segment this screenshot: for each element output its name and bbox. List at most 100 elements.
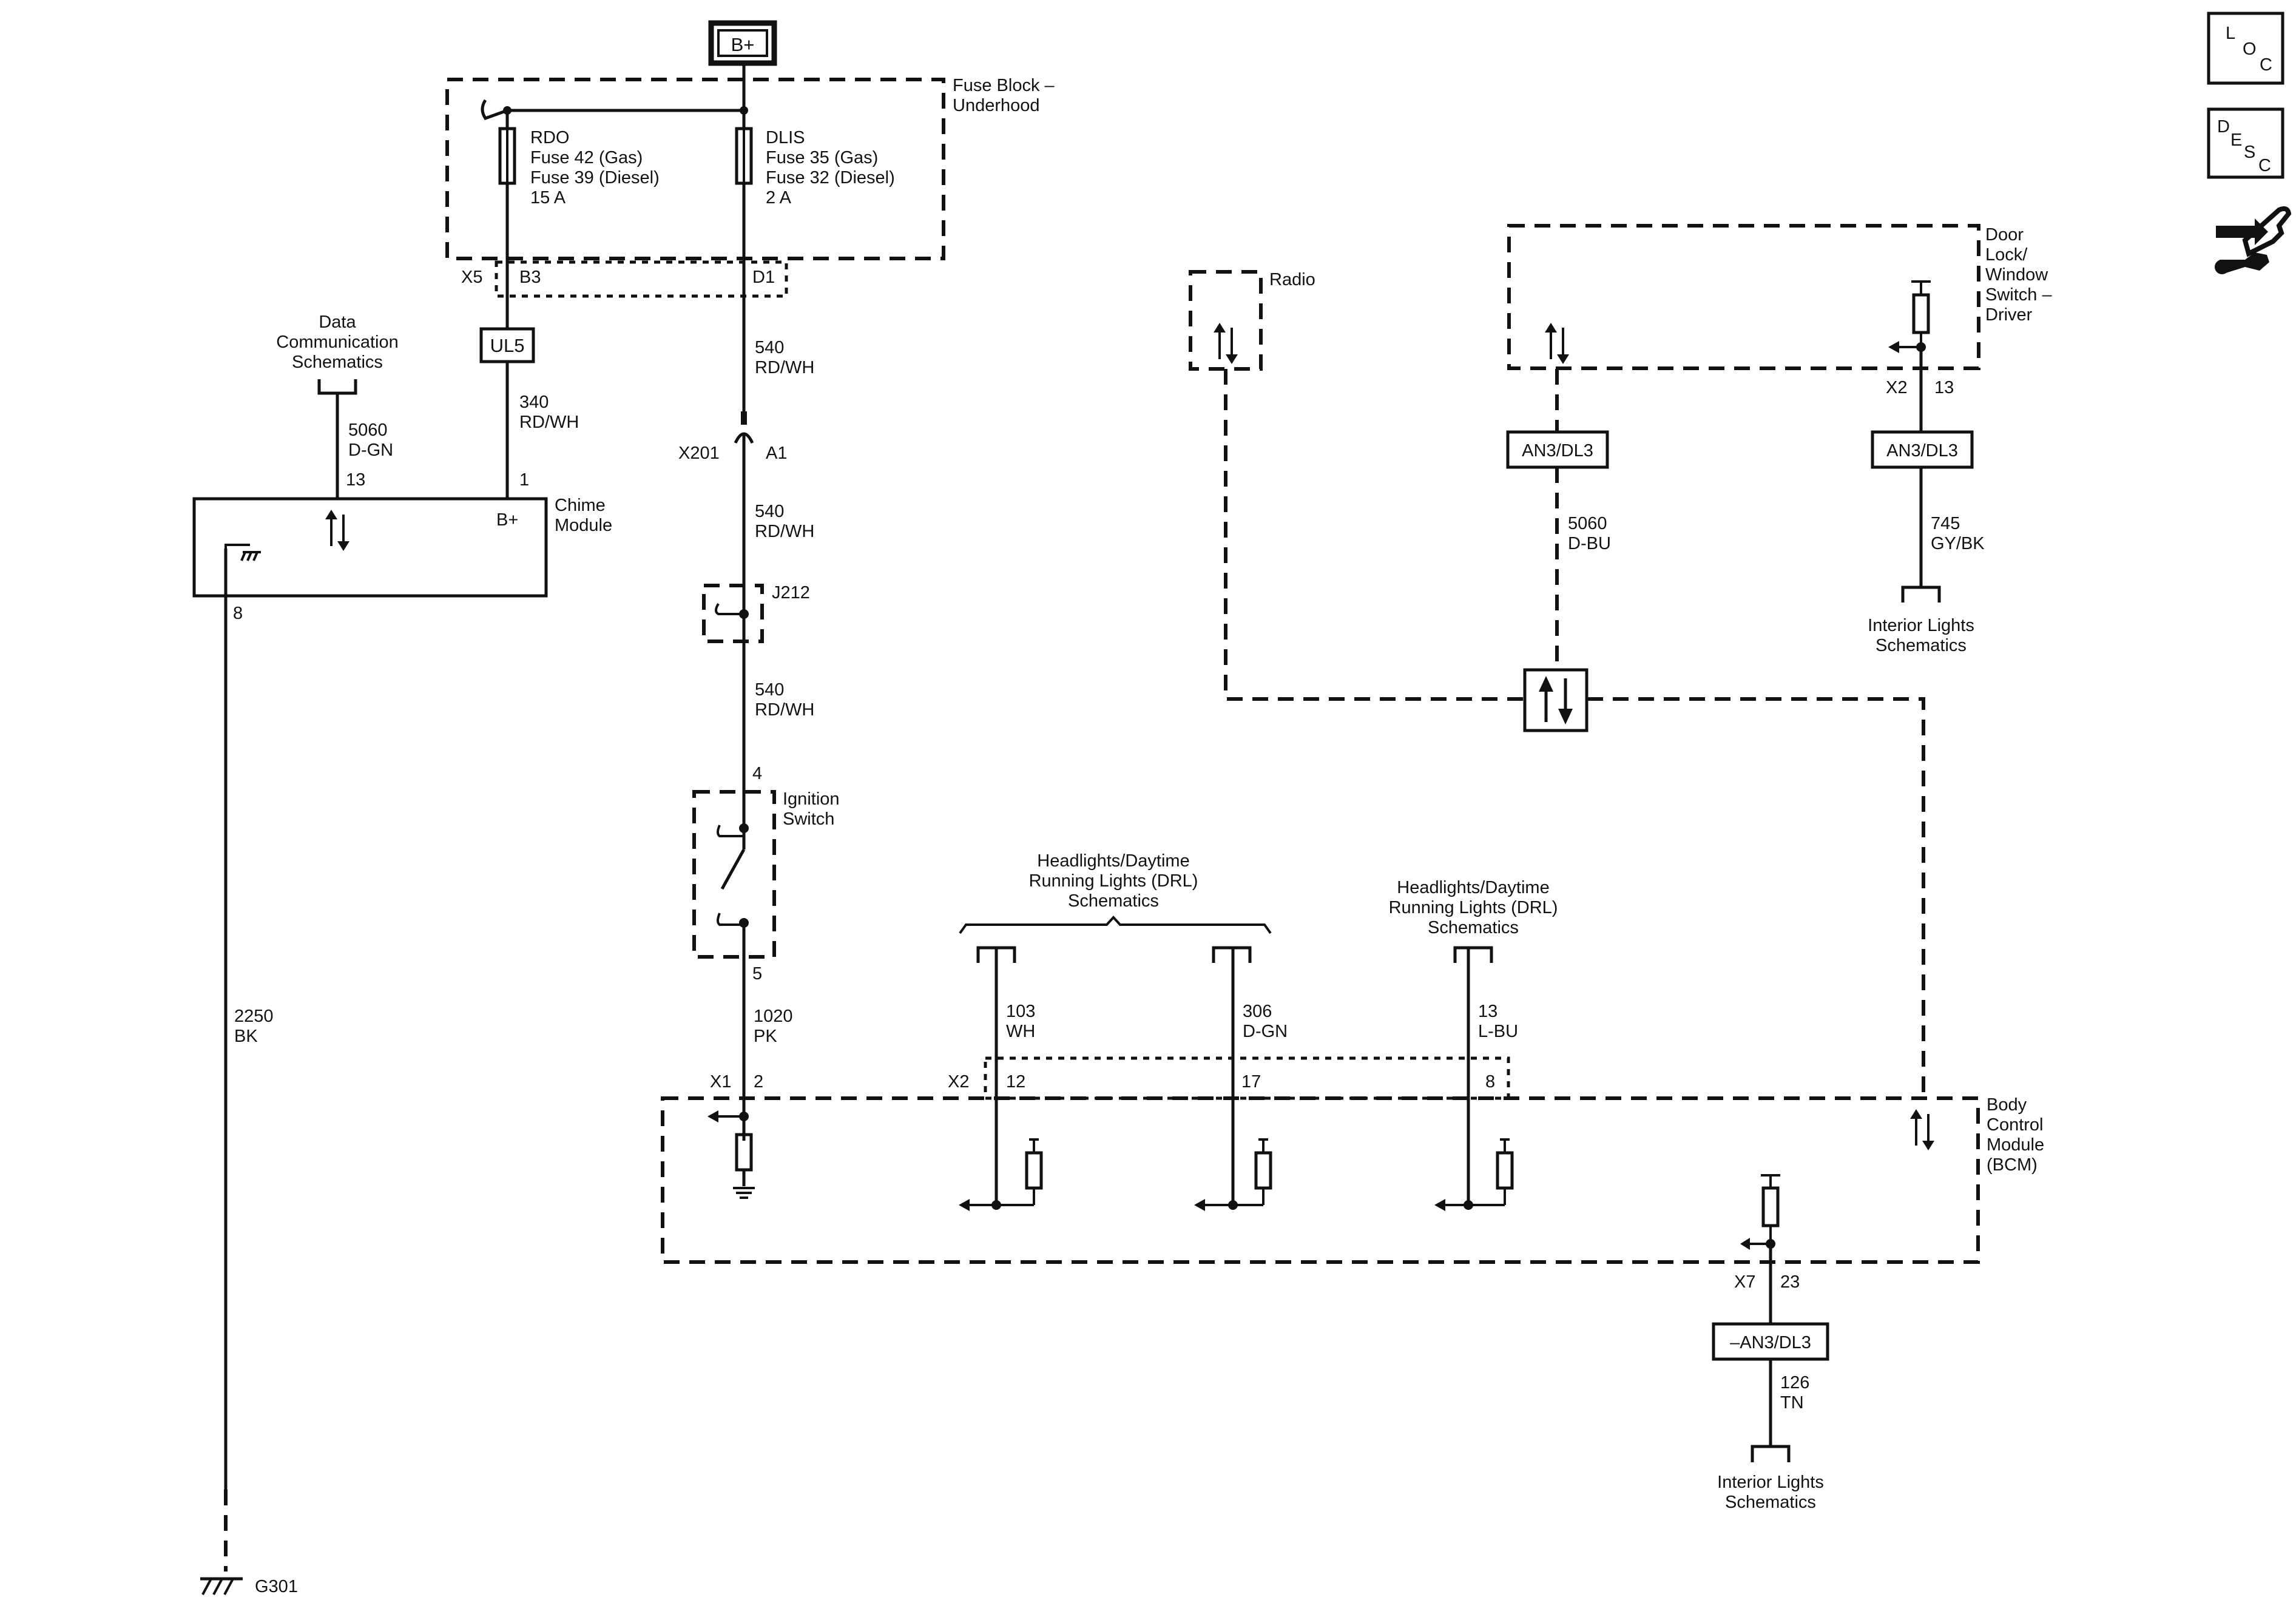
chassis-ground-icon — [225, 544, 261, 561]
x5-connector-label: X5 — [461, 268, 482, 287]
door-switch-label-3: Window — [1985, 265, 2048, 285]
bcm-label-2: Control — [1987, 1115, 2044, 1135]
wire-126-color: TN — [1780, 1393, 1804, 1413]
splice-j212: J212 — [702, 583, 810, 643]
option-code-left-label: AN3/DL3 — [1522, 441, 1593, 461]
bcm-label-1: Body — [1987, 1095, 2027, 1115]
bcm-data-icon — [1910, 1109, 1934, 1150]
fuse-block-underhood: Fuse Block – Underhood RDO Fuse 42 (Gas)… — [445, 63, 1055, 298]
bcm-x7-connector: X7 — [1734, 1272, 1755, 1292]
body-control-module: Body Control Module (BCM) X1 2 X2 12 17 … — [661, 1056, 2044, 1292]
data-comm-line1: Data — [319, 312, 356, 332]
drl-left-line2: Running Lights (DRL) — [1029, 871, 1198, 891]
door-switch-data-icon — [1545, 323, 1569, 364]
wire-540b-circuit: 540 — [755, 502, 784, 521]
x201-name: X201 — [678, 444, 720, 463]
door-switch-pin: 13 — [1934, 378, 1954, 397]
wire-103-color: WH — [1006, 1022, 1035, 1041]
connector-and-wrench-icon[interactable] — [2215, 206, 2292, 274]
radio: Radio — [1189, 270, 1315, 371]
data-comm-line3: Schematics — [292, 353, 383, 372]
drl-left-line3: Schematics — [1068, 891, 1159, 911]
wire-1020-color: PK — [754, 1027, 777, 1046]
ground-g301-label: G301 — [255, 1577, 298, 1596]
drl-right-line3: Schematics — [1428, 918, 1519, 937]
wire-540c-circuit: 540 — [755, 680, 784, 700]
chime-module: Chime Module B+ 8 — [192, 496, 612, 623]
door-switch-connector: X2 — [1886, 378, 1907, 397]
bcm-label-3: Module — [1987, 1135, 2044, 1155]
wire-306-circuit: 306 — [1243, 1002, 1272, 1021]
power-source-label: B+ — [731, 34, 755, 55]
wire-13-circuit: 13 — [1478, 1002, 1497, 1021]
splice-j212-label: J212 — [772, 583, 810, 603]
fuse-rdo-line1: Fuse 42 (Gas) — [530, 148, 643, 167]
interior-bottom-line2: Schematics — [1725, 1493, 1816, 1512]
door-switch-resistor-icon — [1912, 293, 1930, 334]
ground-g301-icon: G301 — [200, 1577, 298, 1596]
ignition-switch: Ignition Switch — [692, 789, 840, 959]
door-switch-label-5: Driver — [1985, 305, 2033, 325]
chime-label-2: Module — [555, 516, 612, 535]
drl-reference-left: Headlights/Daytime Running Lights (DRL) … — [959, 851, 1272, 963]
wire-1020-circuit: 1020 — [754, 1007, 793, 1026]
wire-103-circuit: 103 — [1006, 1002, 1035, 1021]
wire-5060-dgn-circuit: 5060 — [348, 420, 388, 440]
fuse-rdo-name: RDO — [530, 128, 569, 147]
wire-745-circuit: 745 — [1931, 514, 1960, 533]
option-code-bottom: –AN3/DL3 — [1712, 1322, 1829, 1361]
serial-data-splice — [1523, 668, 1589, 732]
location-view-button[interactable]: L O C — [2207, 12, 2284, 85]
bcm-x2-pin-17: 17 — [1241, 1072, 1261, 1092]
x5-pin-b3: B3 — [519, 268, 541, 287]
loc-icon-c: C — [2260, 55, 2272, 75]
bcm-input-306 — [1194, 1138, 1272, 1211]
fuse-rdo-rating: 15 A — [530, 188, 566, 208]
bidirectional-data-icon — [325, 510, 349, 551]
desc-icon-e: E — [2230, 130, 2242, 150]
splice-ul5: UL5 — [479, 327, 535, 363]
option-code-bottom-label: –AN3/DL3 — [1730, 1333, 1811, 1352]
interior-lights-reference-right: Interior Lights Schematics — [1868, 586, 1974, 655]
ignition-pin-out: 5 — [752, 964, 762, 984]
wire-540c-color: RD/WH — [755, 700, 814, 720]
drl-right-line2: Running Lights (DRL) — [1389, 898, 1558, 917]
wire-540b-color: RD/WH — [755, 522, 814, 541]
data-communication-reference: Data Communication Schematics — [276, 312, 399, 395]
ignition-label-2: Switch — [783, 809, 834, 829]
fuse-dlis-name: DLIS — [766, 128, 805, 147]
wire-2250-circuit: 2250 — [234, 1007, 274, 1026]
wire-540a-circuit: 540 — [755, 338, 784, 357]
description-view-button[interactable]: D E S C — [2207, 107, 2284, 179]
bcm-input-103 — [959, 1138, 1043, 1211]
option-code-right: AN3/DL3 — [1871, 430, 1974, 469]
bcm-x2-pin-8: 8 — [1485, 1072, 1495, 1092]
chime-pin-ground: 8 — [233, 604, 243, 623]
door-switch-label-2: Lock/ — [1985, 245, 2028, 265]
data-comm-line2: Communication — [276, 333, 398, 352]
wire-5060-dbu-circuit: 5060 — [1568, 514, 1607, 533]
ignition-label-1: Ignition — [783, 789, 840, 809]
bcm-x2-connector: X2 — [948, 1072, 969, 1092]
power-source: B+ — [708, 20, 777, 66]
bcm-x1-connector: X1 — [710, 1072, 731, 1092]
chime-pin-power: 1 — [519, 470, 529, 490]
option-code-left: AN3/DL3 — [1506, 430, 1609, 469]
inline-connector-x201: X201 A1 — [678, 411, 787, 463]
fuse-dlis-rating: 2 A — [766, 188, 792, 208]
bcm-x2-pin-12: 12 — [1006, 1072, 1025, 1092]
door-switch-label-4: Switch – — [1985, 285, 2052, 305]
wire-340-color: RD/WH — [519, 413, 579, 432]
interior-bottom-line1: Interior Lights — [1717, 1473, 1824, 1492]
door-lock-window-switch-driver: Door Lock/ Window Switch – Driver — [1507, 224, 2052, 370]
wire-340-circuit: 340 — [519, 393, 549, 412]
wire-2250-color: BK — [234, 1027, 258, 1046]
wire-5060-dgn-color: D-GN — [348, 441, 393, 460]
bcm-input-13 — [1434, 1138, 1514, 1211]
wire-126-circuit: 126 — [1780, 1373, 1809, 1393]
bcm-x7-pin: 23 — [1780, 1272, 1800, 1292]
door-switch-label-1: Door — [1985, 225, 2024, 245]
interior-right-line2: Schematics — [1876, 636, 1967, 655]
fuse-rdo-line2: Fuse 39 (Diesel) — [530, 168, 660, 187]
